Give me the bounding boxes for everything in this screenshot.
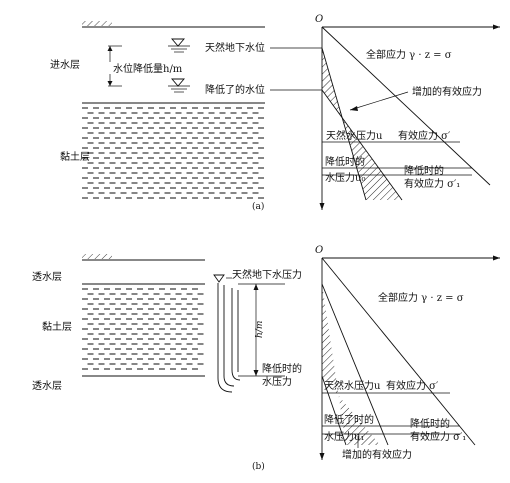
lowered-water-level-label: 降低了的水位 [205, 83, 265, 96]
increased-effective-stress-label-a: 增加的有效应力 [412, 85, 482, 98]
stress-diagram-b: O 全部应力 γ · z = σ 天然水压力u 有效应力 σ′ 降低了时的 水压… [315, 245, 500, 461]
lowered-pore-pressure-label-a-1: 降低时的 [325, 155, 365, 168]
origin-label-a: O [315, 14, 323, 25]
increased-effective-stress-label-b: 增加的有效应力 [342, 448, 412, 461]
water-level-symbol [168, 38, 190, 53]
lowered-effective-stress-label-b-2: 有效应力 σ′₁ [410, 430, 466, 443]
ground-hatch-b [82, 254, 112, 259]
origin-label-b: O [315, 245, 323, 256]
caption-b: (b) [252, 461, 265, 472]
lowered-effective-stress-label-a-1: 降低时的 [404, 164, 444, 177]
lowered-pore-pressure-label-a-2: 水压力u₀ [325, 171, 365, 184]
total-stress-line-b [321, 257, 476, 446]
total-stress-label-b: 全部应力 γ · z = σ [378, 291, 464, 304]
lowered-pore-pressure-label-b-1: 降低了时的 [324, 413, 374, 426]
caption-a: (a) [252, 201, 264, 212]
lowered-effective-stress-label-b-1: 降低时的 [410, 417, 450, 430]
bottom-permeable-layer-label: 透水层 [32, 380, 62, 392]
lowered-pore-pressure-line-a [321, 89, 403, 201]
lowered-pore-pressure-line-b [321, 375, 347, 446]
natural-pore-pressure-label-a: 天然水压力u [326, 129, 383, 142]
head-drop-label: h/m [255, 321, 265, 338]
natural-water-level-label: 天然地下水位 [205, 41, 265, 54]
lowered-effective-stress-label-a-2: 有效应力 σ′₁ [404, 177, 460, 190]
lowered-head-label-2: 水压力 [262, 375, 292, 388]
piezometer-tube [217, 283, 241, 393]
permeable-layer-label-a: 进水层 [50, 59, 80, 71]
total-stress-line-a [321, 26, 491, 186]
soil-profile-b: 透水层 黏土层 透水层 h/m 天然地下水压力 降低时的 水压力 [32, 254, 302, 393]
stress-diagram-a: O 天然地下水位 降低了的水位 全部应力 γ · z = σ 增加的有效应力 天… [205, 14, 500, 210]
clay-layer-label-b: 黏土层 [42, 320, 72, 333]
natural-pore-pressure-line-b [321, 283, 389, 446]
ground-hatch-a [82, 21, 112, 26]
increased-stress-region-a [322, 48, 402, 200]
drawdown-label: 水位降低量h/m [113, 62, 183, 75]
natural-pore-pressure-label-b: 天然水压力u [324, 379, 381, 392]
water-level-symbol-b [213, 274, 225, 283]
top-permeable-layer-label: 透水层 [32, 271, 62, 283]
lowered-pore-pressure-label-b-2: 水压力u₁ [324, 430, 364, 443]
soil-profile-a: 进水层 黏土层 水位降低量h/m [50, 21, 265, 199]
effective-stress-label-a: 有效应力 σ′ [398, 129, 451, 142]
effective-stress-label-b: 有效应力 σ′ [386, 379, 439, 392]
clay-layer-hatch-b [82, 288, 204, 370]
lowered-head-label-1: 降低时的 [262, 362, 302, 375]
clay-layer-hatch-a [82, 107, 264, 199]
clay-layer-label-a: 黏土层 [60, 150, 90, 163]
lowered-water-level-symbol [168, 78, 190, 93]
natural-head-label: 天然地下水压力 [232, 268, 302, 281]
total-stress-label-a: 全部应力 γ · z = σ [366, 48, 452, 61]
increased-stress-region-b [322, 284, 380, 445]
